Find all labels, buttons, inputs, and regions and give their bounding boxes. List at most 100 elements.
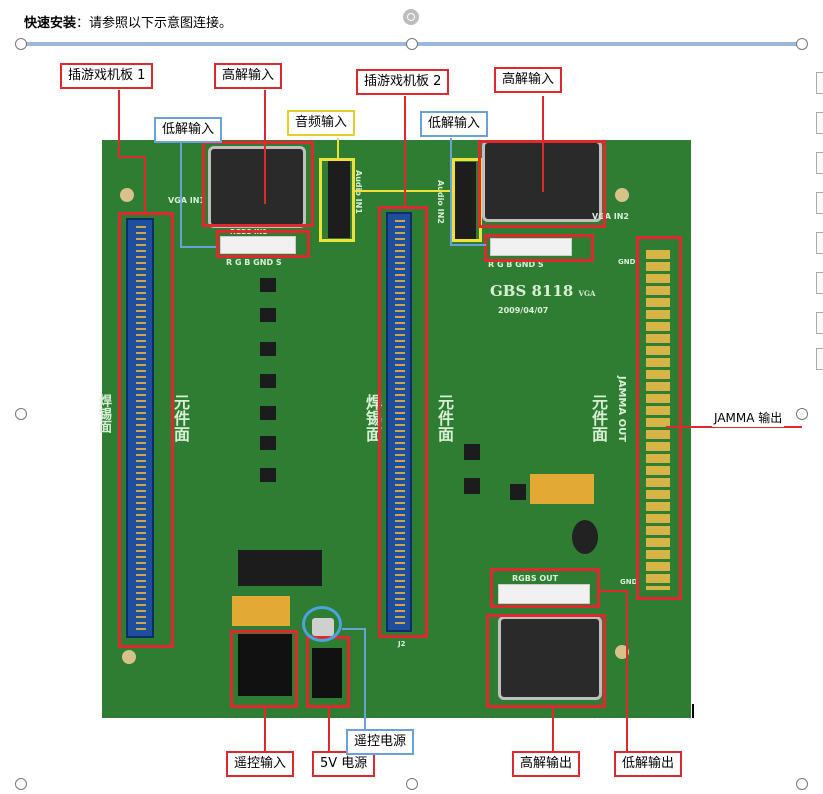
label-hires-in-1: 高解输入: [214, 63, 283, 89]
leader-line: [600, 590, 628, 592]
relay: [530, 474, 594, 504]
leader-line: [450, 138, 452, 246]
ic-chip: [260, 374, 276, 388]
rgbs-in-2-connector: [490, 238, 572, 256]
page-title: 快速安装：请参照以下示意图连接。: [24, 12, 232, 31]
board-model-text: GBS 8118: [490, 282, 574, 300]
leader-line: [364, 628, 366, 730]
label-lores-out: 低解输出: [614, 751, 683, 777]
mounting-hole: [615, 188, 629, 202]
lores-in-2-highlight: [484, 234, 594, 262]
label-hires-out: 高解输出: [512, 751, 581, 777]
sidebar-button-4[interactable]: [816, 192, 823, 214]
jamma-edge-connector: [646, 250, 670, 590]
mounting-hole: [615, 645, 629, 659]
label-slot2: 插游戏机板 2: [356, 69, 450, 95]
jamma-silk: JAMMA OUT: [616, 376, 627, 443]
ic-chip: [464, 444, 480, 460]
leader-line: [337, 138, 339, 160]
parts-side-silk-1: 元件面: [171, 394, 190, 442]
label-hires-in-2: 高解输入: [494, 67, 563, 93]
board-date: 2009/04/07: [498, 306, 549, 315]
ic-chip: [260, 406, 276, 420]
sidebar-button-8[interactable]: [816, 348, 823, 370]
leader-line: [180, 246, 216, 248]
solder-side-silk: 焊锡面: [363, 394, 382, 442]
gnd-silk-bottom: GND: [620, 578, 638, 586]
vga-in1-silk: VGA IN1: [168, 196, 205, 205]
label-remote-in: 遥控输入: [226, 751, 295, 777]
power-5v-jack: [312, 648, 342, 698]
label-slot1: 插游戏机板 1: [60, 63, 154, 89]
resize-handle-middle-left[interactable]: [15, 408, 27, 420]
audio-in2-silk: Audio IN2: [436, 180, 445, 224]
rgbs-pins-silk-1: R G B GND S: [226, 258, 282, 267]
leader-line: [264, 90, 266, 204]
rgbs-pins-silk-2: R G B GND S: [488, 260, 544, 269]
leader-line: [118, 90, 120, 158]
leader-line: [144, 156, 146, 212]
leader-line: [342, 628, 366, 630]
vga-out-port: [498, 616, 602, 700]
label-lores-in-2: 低解输入: [420, 111, 489, 137]
parts-side-silk-2: 元件面: [435, 394, 454, 442]
title-text: ：请参照以下示意图连接。: [76, 16, 233, 31]
remote-in-highlight: [230, 630, 298, 708]
leader-line: [180, 138, 182, 248]
ic-chip: [260, 308, 276, 322]
label-lores-in-1: 低解输入: [154, 117, 223, 143]
leader-line: [626, 590, 628, 752]
lores-in-1-highlight: [216, 230, 310, 258]
rgbs-out-connector: [498, 584, 590, 604]
remote-in-jack: [238, 634, 292, 696]
resize-handle-top-left[interactable]: [15, 38, 27, 50]
leader-line: [666, 426, 802, 428]
hires-in-1-highlight: [202, 141, 314, 227]
rgbs-in-1-connector: [220, 236, 296, 254]
mounting-hole: [122, 650, 136, 664]
ic-chip: [510, 484, 526, 500]
resize-handle-bottom-right[interactable]: [796, 778, 808, 790]
ic-chip: [260, 468, 276, 482]
remote-power-highlight: [302, 606, 342, 642]
game-board-slot-1: [126, 218, 154, 638]
label-remote-power: 遥控电源: [346, 729, 415, 755]
sidebar-button-2[interactable]: [816, 112, 823, 134]
label-audio-in: 音频输入: [287, 110, 356, 136]
audio-in-1-header: [328, 160, 350, 238]
resize-handle-top-right[interactable]: [796, 38, 808, 50]
audio-in-2-header: [454, 162, 476, 240]
capacitor: [572, 520, 598, 554]
leader-line: [450, 244, 486, 246]
layout-options-button[interactable]: [816, 72, 823, 94]
slot1-highlight: [118, 212, 174, 648]
resize-handle-middle-right[interactable]: [796, 408, 808, 420]
leader-line: [118, 156, 146, 158]
rgbs-out-silk: RGBS OUT: [512, 574, 559, 583]
title-bold: 快速安装: [24, 16, 77, 31]
sidebar-button-7[interactable]: [816, 312, 823, 334]
board-model-suffix: VGA: [578, 289, 596, 298]
resize-handle-bottom-center[interactable]: [406, 778, 418, 790]
sidebar-button-5[interactable]: [816, 232, 823, 254]
rotate-handle-icon[interactable]: [403, 9, 419, 25]
label-power-5v: 5V 电源: [312, 751, 376, 777]
resize-handle-bottom-left[interactable]: [15, 778, 27, 790]
vga-in2-silk: VGA IN2: [592, 212, 629, 221]
ic-chip: [260, 436, 276, 450]
leader-line: [552, 708, 554, 752]
j2-silk: J2: [398, 640, 406, 648]
text-cursor: [692, 704, 694, 718]
sidebar-button-6[interactable]: [816, 272, 823, 294]
gnd-silk-top: GND: [618, 258, 636, 266]
slot2-highlight: [378, 206, 428, 638]
audio-in-1-highlight: [319, 158, 355, 242]
label-jamma-out: JAMMA 输出: [712, 408, 785, 427]
leader-line: [542, 96, 544, 192]
hires-out-highlight: [486, 614, 606, 708]
resize-handle-top-center[interactable]: [406, 38, 418, 50]
board-model: GBS 8118 VGA: [490, 282, 595, 300]
lores-out-highlight: [490, 568, 600, 608]
sidebar-button-3[interactable]: [816, 152, 823, 174]
jamma-out-highlight: [636, 236, 682, 600]
